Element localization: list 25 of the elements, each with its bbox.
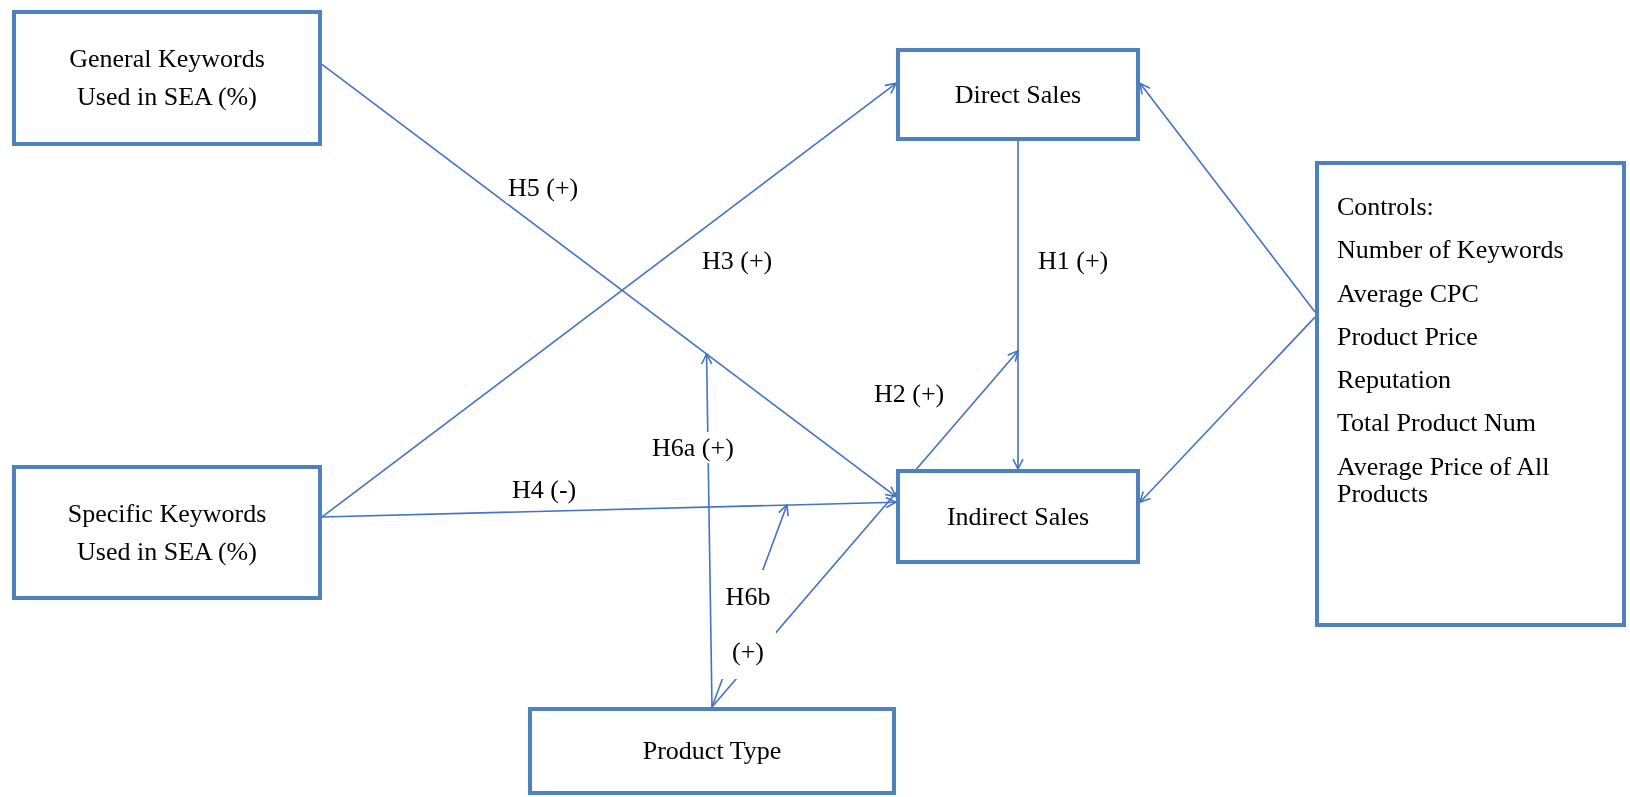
list-item: Total Product Num [1337,409,1536,437]
box-label: Direct Sales [953,78,1083,111]
arrow [1139,316,1316,504]
edge-label: H6a (+) [650,432,736,464]
box-label: Indirect Sales [945,500,1091,533]
controls-box [1315,161,1626,627]
list-item: Average CPC [1337,279,1479,307]
variable-box [12,10,322,146]
list-heading: Controls: [1337,193,1434,221]
box-label: General Keywords Used in SEA (%) [68,43,266,113]
arrow [321,496,897,518]
variable-box [896,469,1140,564]
list-item: Reputation [1337,366,1452,394]
box-label: Product Type [641,735,783,768]
variable-box [896,48,1140,141]
list-item: Product Price [1337,322,1478,351]
edge-label: H6b (+) [720,570,776,680]
list-item: Number of Keywords [1337,236,1564,264]
moderation-arrow [700,353,713,708]
list-item: Average Price of All Products [1337,452,1551,508]
variable-box [12,465,322,600]
box-label: Specific Keywords Used in SEA (%) [66,497,268,568]
variable-box [528,707,896,795]
arrow [1012,140,1024,470]
arrow [1139,82,1316,313]
